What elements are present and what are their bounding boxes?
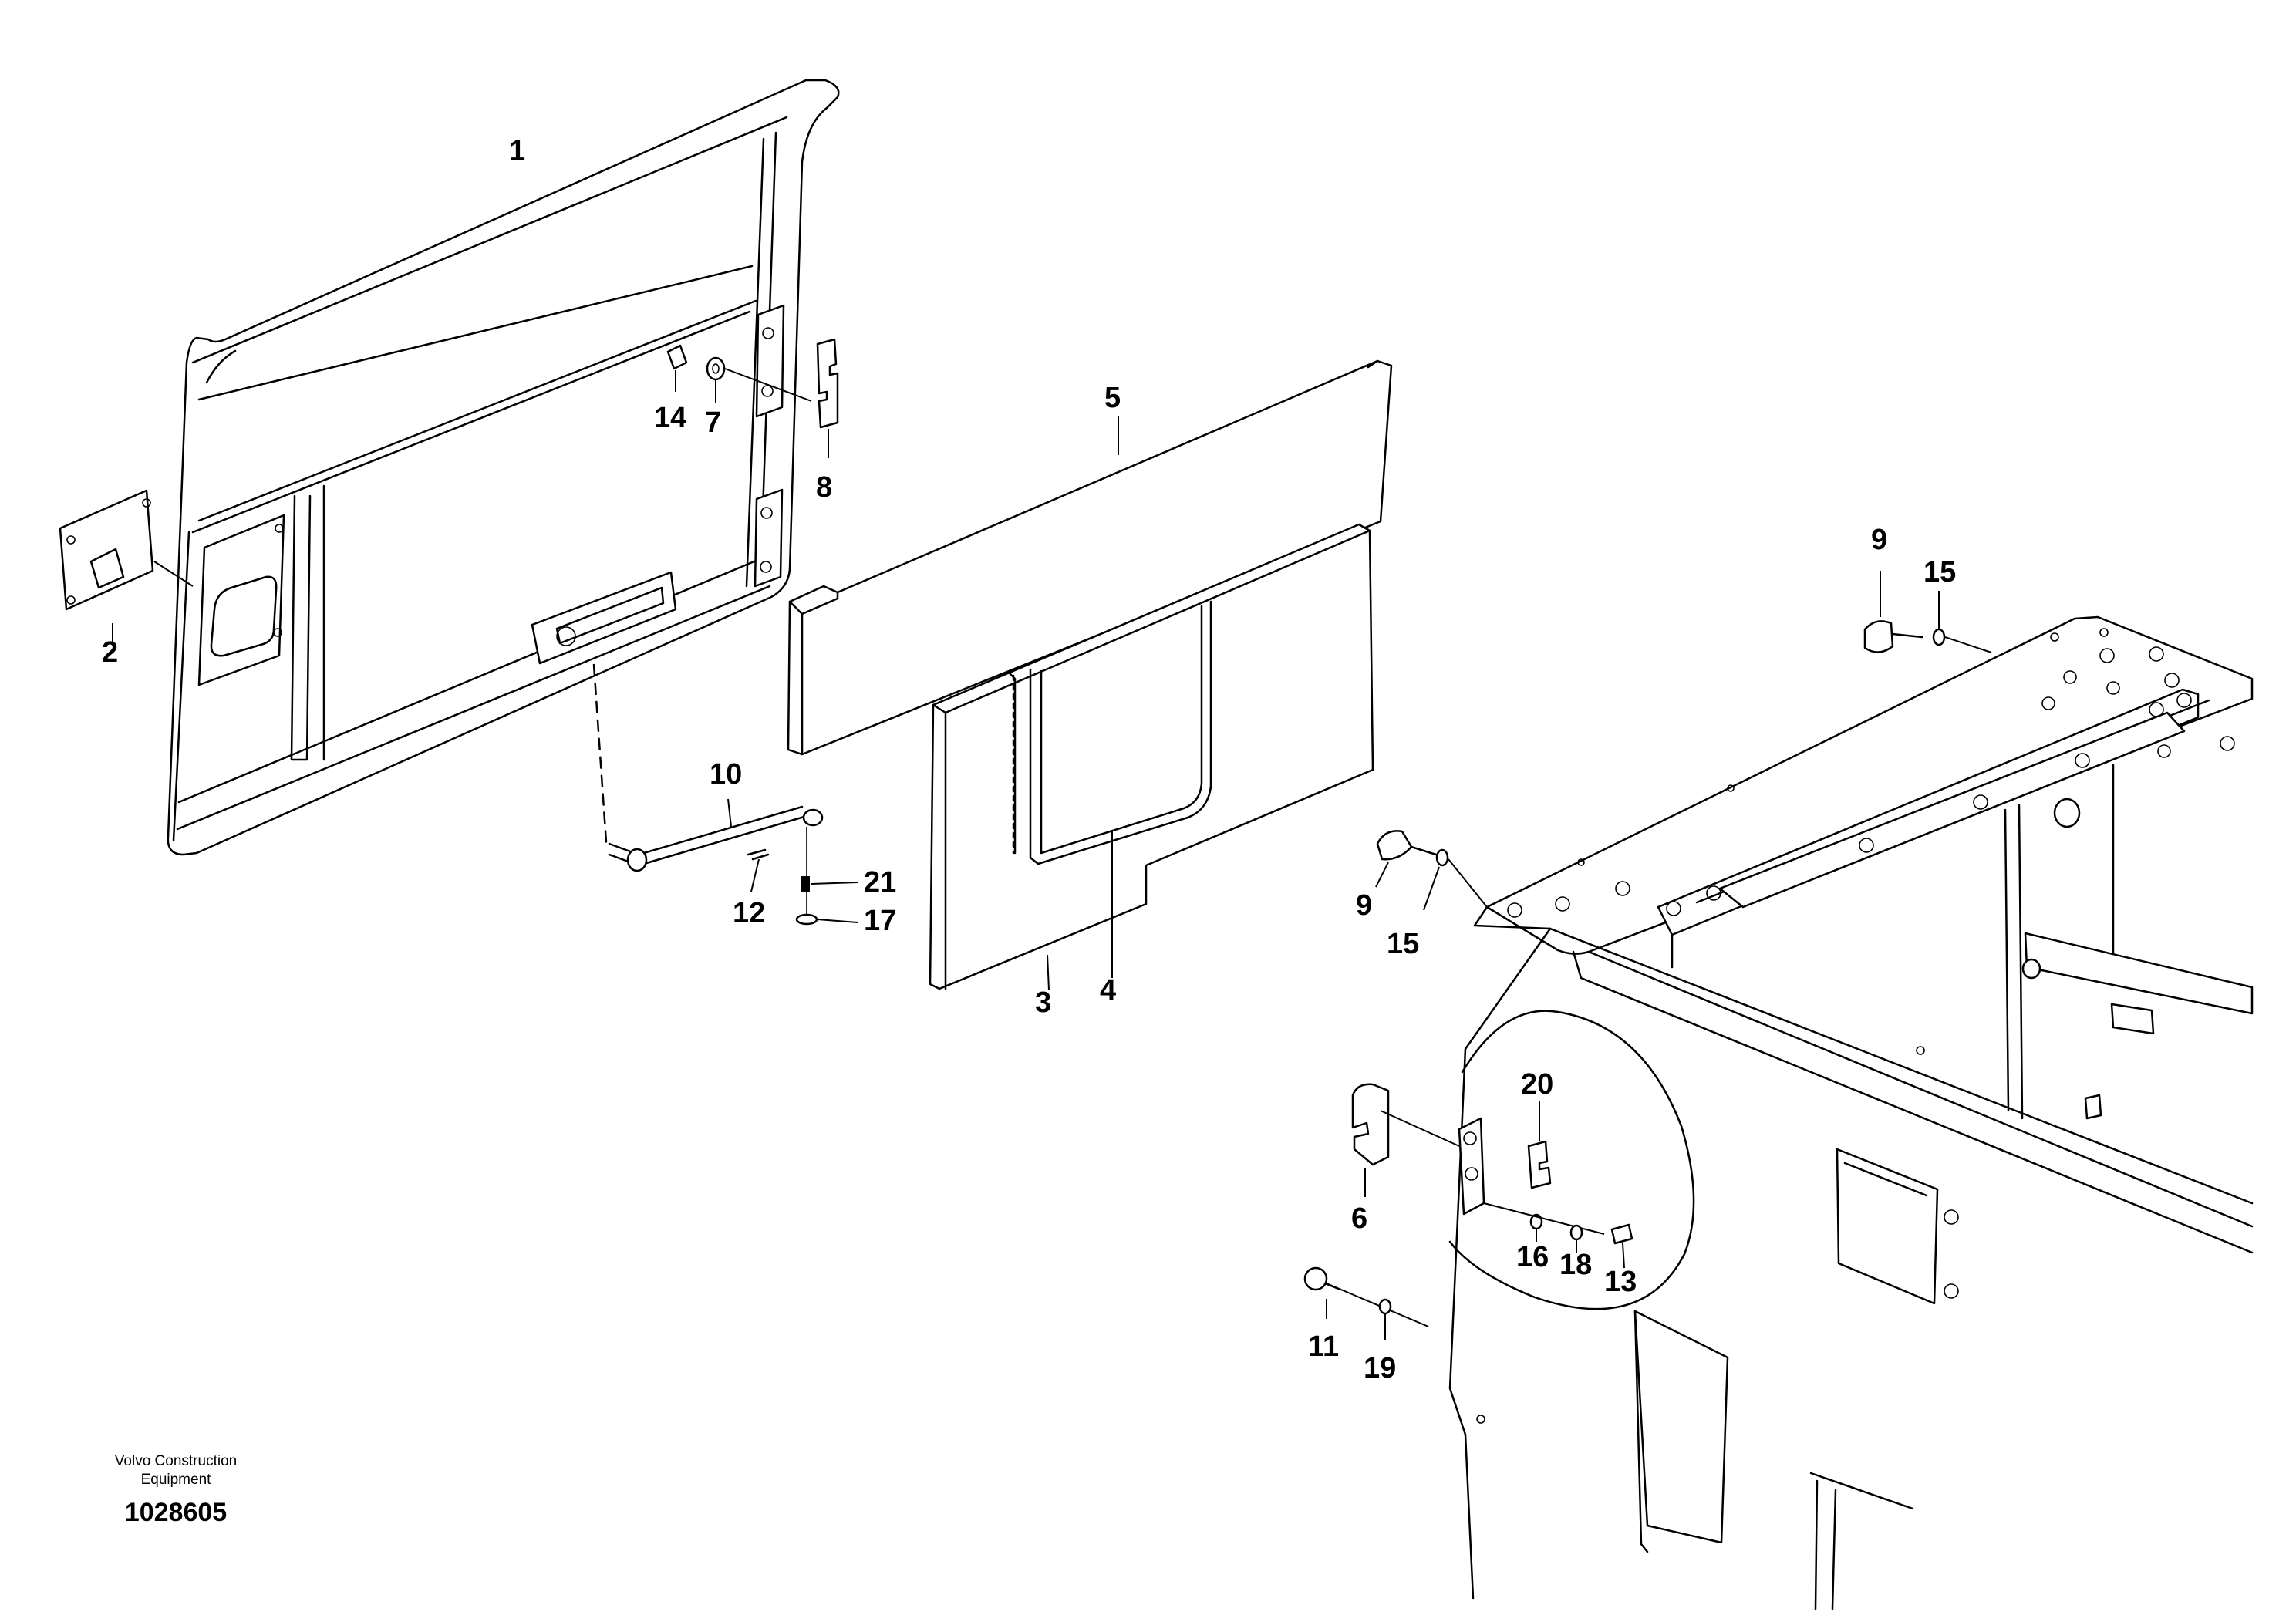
hinge-bracket-part-2 (59, 489, 194, 642)
lock-plate-part-8 (816, 338, 839, 458)
callout-1: 1 (509, 135, 525, 167)
callout-16: 16 (1516, 1241, 1549, 1273)
callout-17: 17 (864, 905, 896, 937)
callout-6: 6 (1351, 1202, 1367, 1235)
door-panel-part-1 (167, 79, 840, 856)
washer-part-19 (1378, 1298, 1392, 1340)
washer-part-15-upper (1932, 591, 1992, 653)
washer-part-7 (706, 356, 812, 403)
rubber-stop-part-9-upper (1863, 571, 1923, 653)
callout-3: 3 (1035, 986, 1051, 1019)
spring-part-21 (801, 827, 858, 915)
callout-11: 11 (1308, 1330, 1339, 1363)
cover-panel-part-5 (787, 359, 1393, 756)
callout-labels: 1 2 3 4 5 6 7 8 9 9 10 11 12 13 14 15 15… (102, 135, 1956, 1384)
callout-20: 20 (1521, 1068, 1553, 1101)
bracket-part-6 (1351, 1083, 1460, 1197)
callout-18: 18 (1559, 1249, 1592, 1281)
callout-13: 13 (1604, 1266, 1637, 1298)
credit-line-2: Equipment (141, 1472, 212, 1488)
washer-part-18 (1569, 1224, 1583, 1253)
credit-block: Volvo Construction Equipment 1028605 (115, 1453, 237, 1527)
callout-19: 19 (1364, 1352, 1396, 1384)
callout-4: 4 (1100, 974, 1116, 1007)
washer-part-15-lower (1423, 848, 1488, 911)
callout-2: 2 (102, 636, 118, 669)
rubber-stop-part-11 (1303, 1266, 1429, 1327)
callout-9a: 9 (1871, 524, 1887, 556)
washer-part-16 (1483, 1202, 1605, 1242)
callout-10: 10 (710, 758, 742, 791)
callout-5: 5 (1104, 382, 1121, 414)
credit-line-1: Volvo Construction (115, 1453, 237, 1469)
screw-part-13 (1610, 1223, 1633, 1269)
plate-part-20 (1527, 1101, 1552, 1189)
machine-frame (1448, 615, 2254, 1610)
detail-callout-circle (1448, 1010, 1695, 1310)
pin-part-14 (666, 344, 688, 392)
clip-part-12 (747, 848, 770, 892)
washer-part-17 (795, 913, 858, 926)
rubber-stop-part-9-lower (1375, 830, 1438, 888)
stay-rod-part-10 (608, 798, 824, 872)
document-number: 1028605 (125, 1498, 227, 1527)
insulation-mat-part-4 (1029, 600, 1212, 978)
callout-15a: 15 (1923, 556, 1956, 588)
callout-9b: 9 (1356, 889, 1372, 922)
insulation-mat-part-3 (929, 523, 1374, 991)
callout-15b: 15 (1387, 928, 1419, 960)
callout-7: 7 (705, 406, 721, 439)
callout-14: 14 (654, 402, 686, 434)
callout-12: 12 (733, 897, 765, 929)
callout-8: 8 (816, 471, 832, 504)
door-strap (592, 663, 608, 844)
callout-21: 21 (864, 866, 896, 899)
